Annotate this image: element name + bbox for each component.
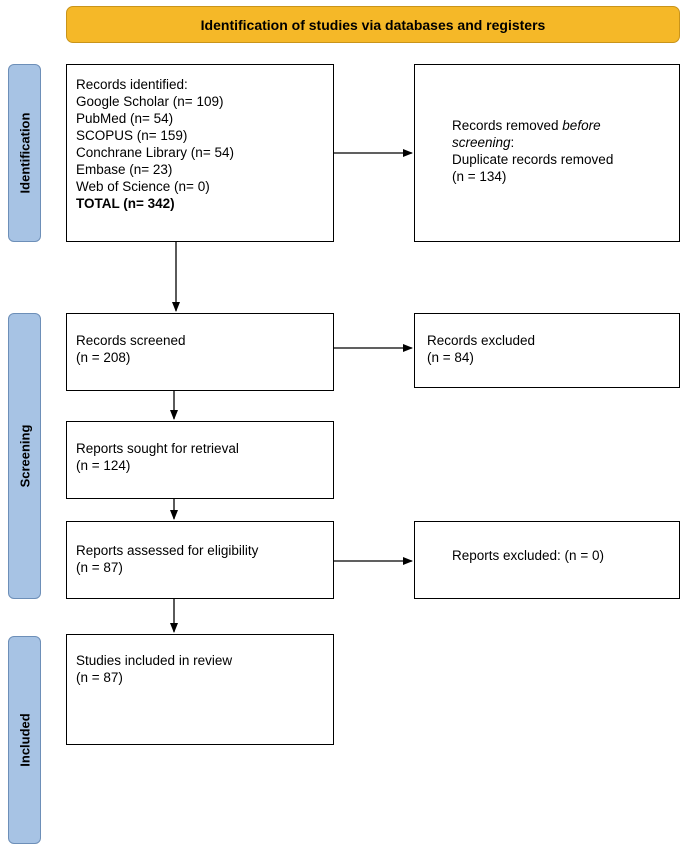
header-title: Identification of studies via databases … (200, 16, 546, 33)
stage-screening: Screening (8, 313, 41, 599)
studies-included-count: (n = 87) (76, 670, 123, 685)
removed-colon: : (510, 135, 515, 150)
records-total: TOTAL (n= 342) (76, 196, 175, 211)
reports-assessed-count: (n = 87) (76, 560, 123, 575)
removed-line-1: Records removed before (452, 117, 679, 134)
records-screened-count: (n = 208) (76, 350, 131, 365)
reports-assessed-label: Reports assessed for eligibility (76, 543, 259, 558)
removed-italic-screening: screening (452, 135, 511, 150)
studies-included-label: Studies included in review (76, 653, 233, 668)
records-screened-box: Records screened (n = 208) (66, 313, 334, 391)
records-identified-title: Records identified: (76, 77, 188, 92)
source-pubmed: PubMed (n= 54) (76, 111, 174, 126)
stage-included: Included (8, 636, 41, 844)
source-scopus: SCOPUS (n= 159) (76, 128, 188, 143)
header-banner: Identification of studies via databases … (66, 6, 680, 43)
removed-prefix: Records removed (452, 118, 563, 133)
records-excluded-count: (n = 84) (427, 350, 474, 365)
reports-sought-count: (n = 124) (76, 458, 131, 473)
reports-excluded-box: Reports excluded: (n = 0) (414, 521, 680, 599)
source-google-scholar: Google Scholar (n= 109) (76, 94, 224, 109)
studies-included-box: Studies included in review (n = 87) (66, 634, 334, 745)
removed-line-2: screening: (452, 134, 679, 151)
source-web-of-science: Web of Science (n= 0) (76, 179, 210, 194)
source-embase: Embase (n= 23) (76, 162, 173, 177)
reports-excluded-label: Reports excluded: (n = 0) (452, 548, 604, 563)
duplicate-records-label: Duplicate records removed (452, 152, 614, 167)
duplicate-records-count: (n = 134) (452, 169, 507, 184)
reports-sought-label: Reports sought for retrieval (76, 441, 239, 456)
source-cochrane: Conchrane Library (n= 54) (76, 145, 234, 160)
records-removed-box: Records removed before screening: Duplic… (414, 64, 680, 242)
records-excluded-label: Records excluded (427, 333, 536, 348)
records-screened-label: Records screened (76, 333, 186, 348)
records-identified-box: Records identified: Google Scholar (n= 1… (66, 64, 334, 242)
removed-italic-before: before (562, 118, 601, 133)
records-excluded-box: Records excluded (n = 84) (414, 313, 680, 388)
reports-sought-box: Reports sought for retrieval (n = 124) (66, 421, 334, 499)
stage-identification: Identification (8, 64, 41, 242)
reports-assessed-box: Reports assessed for eligibility (n = 87… (66, 521, 334, 599)
